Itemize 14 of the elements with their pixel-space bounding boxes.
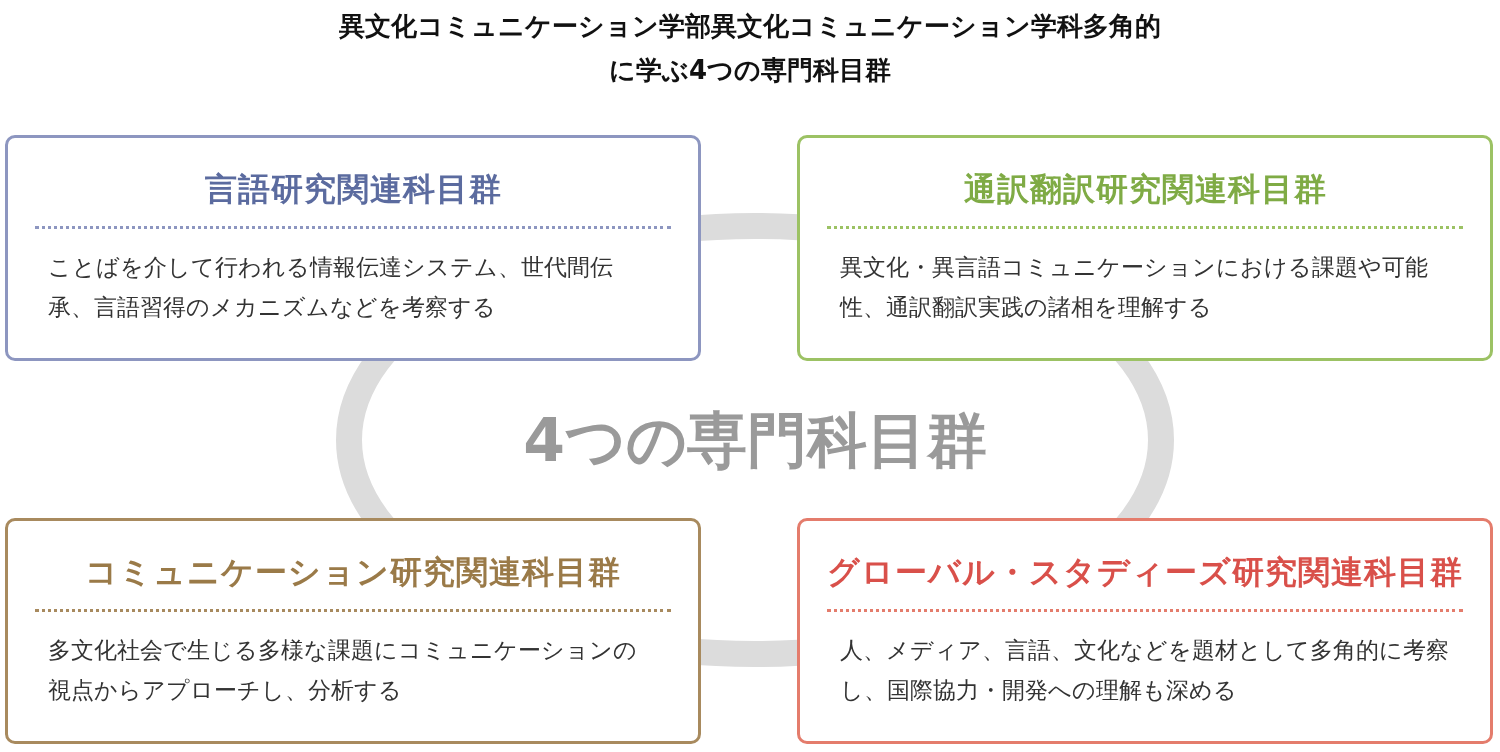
card-heading: コミュニケーション研究関連科目群	[85, 552, 621, 593]
category-card	[797, 135, 1493, 361]
diagram-title: 異文化コミュニケーション学部異文化コミュニケーション学科多角的に学ぶ4つの専門科目群	[338, 10, 1162, 87]
category-card	[797, 518, 1493, 744]
card-description: 異文化・異言語コミュニケーションにおける課題や可能性、通訳翻訳実践の諸相を理解する	[840, 253, 1429, 322]
category-card	[5, 518, 701, 744]
card-heading: 言語研究関連科目群	[204, 169, 502, 210]
card-description: 人、メディア、言語、文化などを題材として多角的に考察し、国際協力・開発への理解も深める	[840, 636, 1450, 705]
category-card	[5, 135, 701, 361]
card-description: ことばを介して行われる情報伝達システム、世代間伝承、言語習得のメカニズムなどを考察する	[48, 253, 614, 322]
card-heading: 通訳翻訳研究関連科目群	[963, 169, 1327, 210]
center-label: 4つの専門科目群	[523, 404, 987, 476]
card-description: 多文化社会で生じる多様な課題にコミュニケーションの視点からアプローチし、分析する	[48, 636, 638, 705]
card-heading: グローバル・スタディーズ研究関連科目群	[827, 552, 1463, 593]
